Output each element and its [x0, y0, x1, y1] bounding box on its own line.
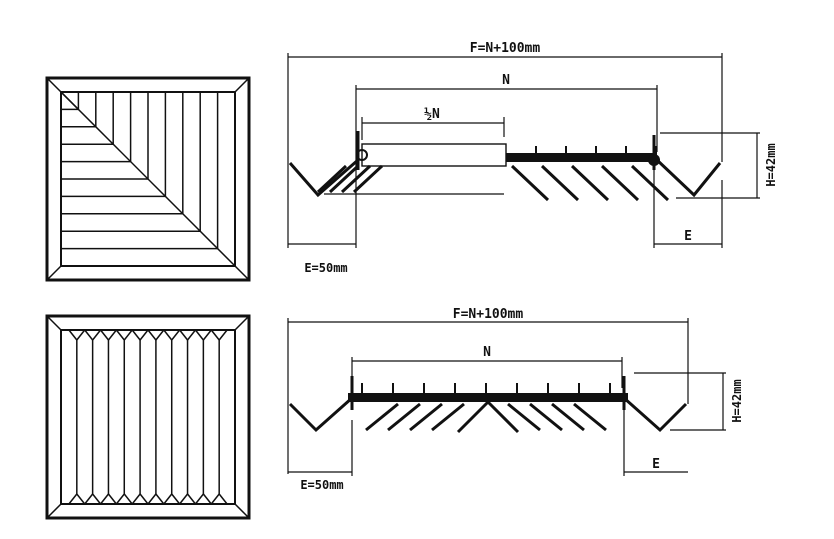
top-half-n-label: ½N	[424, 107, 440, 122]
bottom-f-label: F=N+100mm	[453, 307, 524, 322]
plan-blade	[131, 493, 141, 505]
section-blade	[431, 402, 465, 432]
top-right-flange	[655, 158, 722, 198]
bottom-n-label: N	[483, 345, 491, 360]
plan-blade	[163, 329, 173, 341]
plan-blade	[155, 329, 165, 341]
top-neck-box	[361, 143, 507, 167]
plan-blade	[139, 493, 149, 505]
plan-blade	[147, 493, 157, 505]
plan-blade	[99, 493, 110, 505]
plan-blade	[84, 493, 94, 505]
section-blade	[510, 164, 550, 202]
plan-blade	[210, 493, 220, 505]
plan-blade	[123, 329, 133, 341]
section-blade	[570, 164, 610, 202]
plan-blade	[179, 493, 189, 505]
section-blade	[551, 402, 585, 432]
plan-blade	[123, 493, 133, 505]
top-e-width-label: E=50mm	[304, 261, 347, 275]
plan-blade	[202, 329, 212, 341]
plan-blade	[210, 329, 220, 341]
plan-blade	[107, 493, 117, 505]
plan-blade	[76, 493, 86, 505]
section-blade	[630, 164, 670, 202]
top-neck-plate	[506, 153, 656, 162]
plan-blade	[60, 91, 79, 110]
bottom-e-label: E	[652, 457, 660, 472]
section-blade	[486, 400, 520, 434]
plan-blade	[218, 493, 228, 505]
plan-blade	[76, 329, 86, 341]
plan-blade	[99, 329, 110, 341]
top-section-view	[287, 53, 760, 248]
plan-blade	[194, 329, 204, 341]
plan-blade	[115, 493, 125, 505]
plan-blade	[107, 329, 117, 341]
bottom-right-flange	[623, 396, 688, 433]
top-left-flange	[288, 158, 359, 198]
bottom-h-label: H=42mm	[730, 379, 744, 422]
section-blade	[316, 164, 348, 194]
plan-blade	[202, 493, 212, 505]
plan-blade	[218, 329, 228, 341]
plan-blade	[92, 329, 102, 341]
plan-blade	[186, 493, 197, 505]
plan-blade	[68, 493, 78, 505]
section-blade	[340, 164, 372, 194]
section-blade	[352, 164, 384, 194]
bottom-left-flange	[288, 396, 353, 433]
bottom-neck-plate	[348, 393, 628, 402]
plan-blade	[92, 493, 102, 505]
top-e-label: E	[684, 229, 692, 244]
top-f-label: F=N+100mm	[470, 41, 541, 56]
plan-blade	[68, 329, 78, 341]
plan-blade	[171, 493, 181, 505]
plan-blade	[155, 493, 165, 505]
bottom-plan-view	[45, 314, 251, 520]
section-blade	[387, 402, 421, 432]
section-blade	[600, 164, 640, 202]
section-blade	[540, 164, 580, 202]
top-h-label: H=42mm	[764, 143, 778, 186]
section-blade	[328, 164, 360, 194]
section-blade	[409, 402, 443, 432]
top-plan-view	[45, 76, 251, 282]
plan-blade	[147, 329, 157, 341]
plan-blade	[139, 329, 149, 341]
plan-blade	[194, 493, 204, 505]
plan-blade	[186, 329, 197, 341]
bottom-e-width-label: E=50mm	[300, 478, 343, 492]
section-blade	[507, 402, 541, 432]
section-blade	[456, 400, 490, 434]
section-blade	[365, 402, 399, 432]
section-blade	[573, 402, 607, 432]
plan-blade	[131, 329, 141, 341]
plan-blade	[115, 329, 125, 341]
plan-blade	[84, 329, 94, 341]
plan-blade	[171, 329, 181, 341]
plan-blade	[179, 329, 189, 341]
top-n-label: N	[502, 73, 510, 88]
plan-blade	[163, 493, 173, 505]
section-blade	[529, 402, 563, 432]
bottom-section-view	[287, 318, 726, 476]
